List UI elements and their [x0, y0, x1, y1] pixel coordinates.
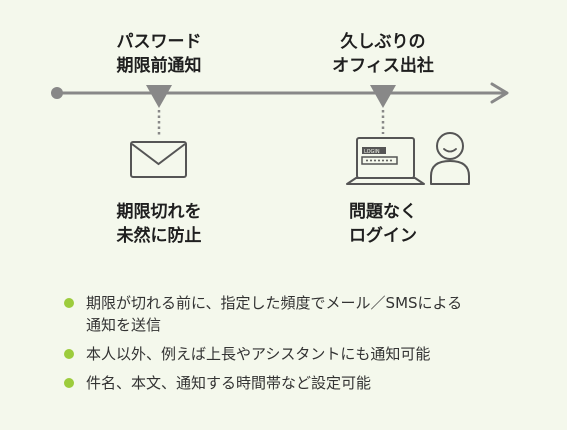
event-label-line: パスワード [116, 32, 202, 52]
bullet-dot [64, 378, 74, 388]
timeline-arrowhead [490, 82, 509, 104]
list-item: 本人以外、例えば上長やアシスタントにも通知可能 [64, 343, 534, 365]
envelope-icon [130, 141, 187, 178]
result-label-line: 未然に防止 [116, 226, 202, 246]
result-label-line: 期限切れを [116, 202, 202, 222]
bullet-dot [64, 349, 74, 359]
laptop-screen-text: LOGIN [364, 149, 380, 155]
event-label-line: 期限前通知 [116, 56, 202, 76]
result-label-line: 問題なく [349, 202, 417, 222]
list-item-text: 通知を送信 [86, 316, 162, 334]
list-item: 期限が切れる前に、指定した頻度でメール／SMSによる 通知を送信 [64, 292, 534, 336]
laptop-icon: LOGIN [346, 137, 425, 185]
timeline-marker-1 [146, 85, 172, 108]
event-label-office-return: 久しぶりの オフィス出社 [318, 30, 448, 78]
person-icon [430, 132, 470, 185]
result-label-login-ok: 問題なく ログイン [323, 200, 443, 248]
bullet-dot [64, 298, 74, 308]
timeline-marker-2 [370, 85, 396, 108]
list-item-text: 本人以外、例えば上長やアシスタントにも通知可能 [86, 345, 431, 363]
list-item-text: 期限が切れる前に、指定した頻度でメール／SMSによる [86, 294, 463, 312]
result-label-line: ログイン [349, 226, 417, 246]
result-label-prevent-expiry: 期限切れを 未然に防止 [99, 200, 219, 248]
event-label-line: 久しぶりの [340, 32, 426, 52]
feature-list: 期限が切れる前に、指定した頻度でメール／SMSによる 通知を送信 本人以外、例え… [64, 292, 534, 401]
event-label-line: オフィス出社 [332, 56, 434, 76]
list-item: 件名、本文、通知する時間帯など設定可能 [64, 372, 534, 394]
list-item-text: 件名、本文、通知する時間帯など設定可能 [86, 374, 372, 392]
event-label-password-notice: パスワード 期限前通知 [104, 30, 214, 78]
